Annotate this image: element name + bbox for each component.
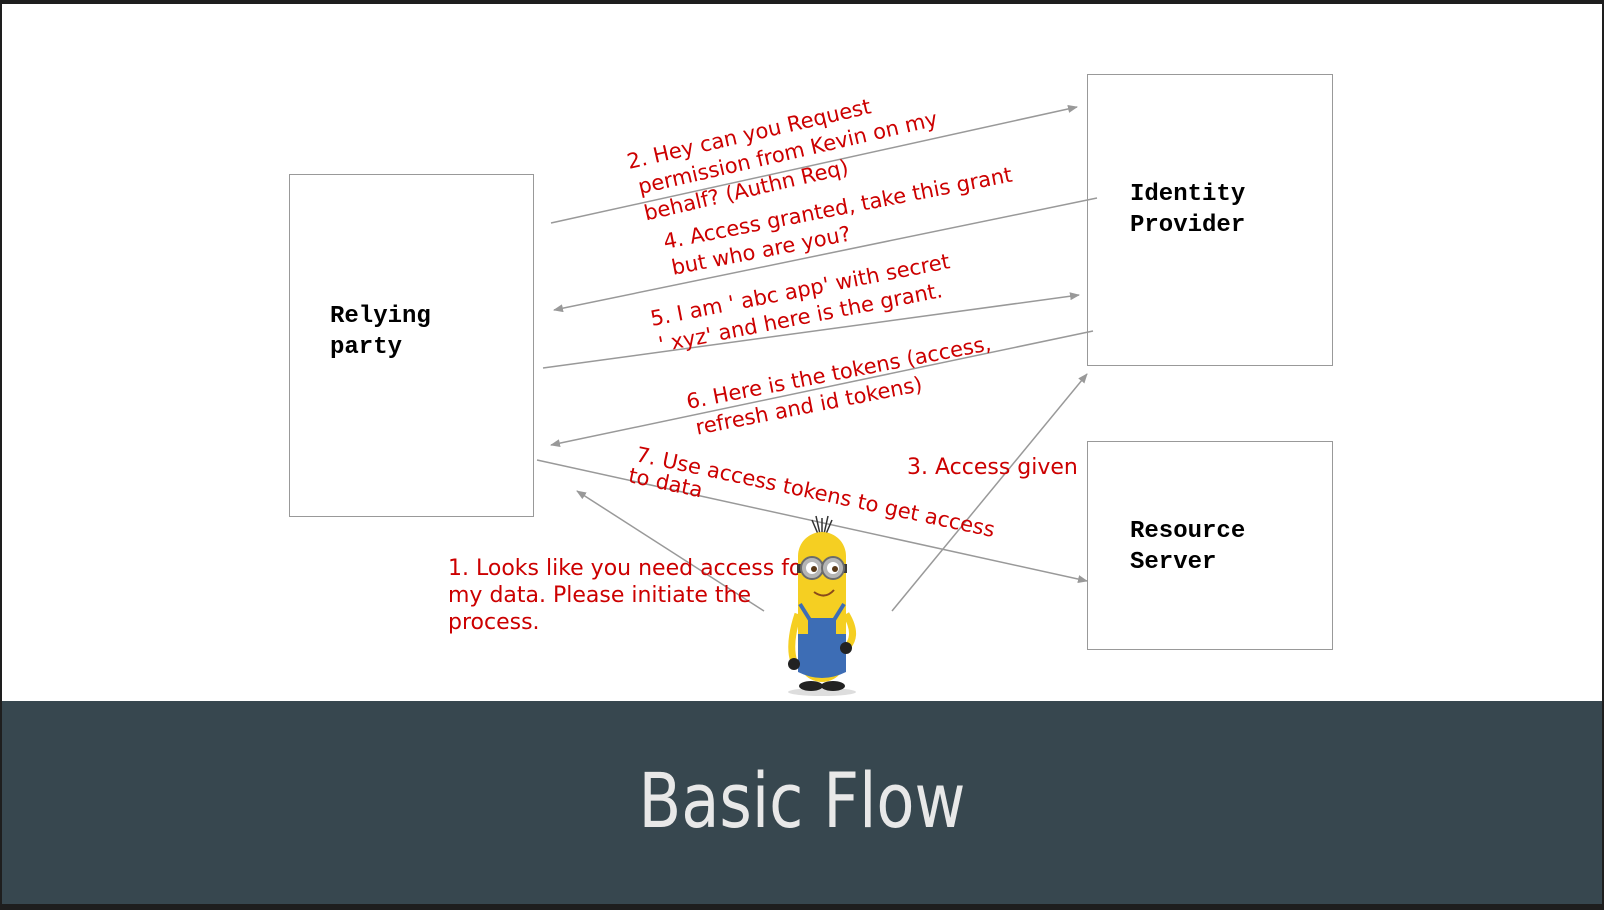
flow-diagram: 2. Hey can you Request permission from K… — [448, 94, 1098, 696]
title-bar: Basic Flow — [2, 701, 1602, 904]
identity-provider-label: Identity Provider — [1130, 181, 1246, 239]
identity-provider-box: Identity Provider — [1087, 74, 1333, 366]
step-1-annotation: 1. Looks like you need access for my dat… — [448, 556, 812, 635]
minion-figure — [788, 515, 856, 696]
arrow-step-1 — [576, 490, 765, 612]
slide: Relying party Identity Provider Resource… — [2, 4, 1602, 904]
step-3-label: 3. Access given — [907, 455, 1078, 480]
arrow-step-4 — [553, 197, 1098, 313]
step-1-line-1: 1. Looks like you need access for — [448, 556, 812, 581]
arrow-step-3 — [891, 373, 1088, 612]
step-1-line-2: my data. Please initiate the — [448, 583, 751, 608]
arrow-step-2 — [550, 105, 1078, 224]
arrow-step-5 — [542, 292, 1080, 369]
step-1-line-3: process. — [448, 610, 540, 635]
step-6-annotation: 6. Here is the tokens (access, refresh a… — [684, 331, 993, 439]
relying-party-label: Relying party — [330, 303, 431, 361]
resource-server-label: Resource Server — [1130, 518, 1246, 576]
relying-party-box: Relying party — [289, 174, 534, 517]
resource-server-box: Resource Server — [1087, 441, 1333, 650]
arrow-step-6 — [550, 330, 1094, 448]
top-strip — [0, 0, 1604, 4]
slide-title: Basic Flow — [638, 756, 966, 845]
